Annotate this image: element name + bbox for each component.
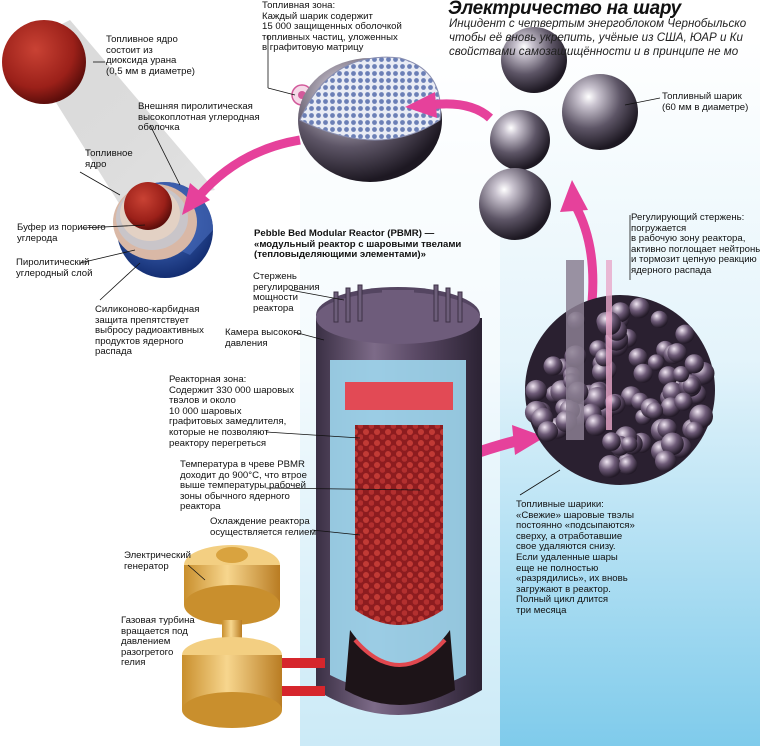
bed-pebble <box>674 392 693 411</box>
coated-particle <box>113 182 213 278</box>
bed-pebble <box>647 354 665 371</box>
label-fresh-pebbles: Топливные шарики: «Свежие» шаровые твэлы… <box>516 499 635 616</box>
label-gas-turbine: Газовая турбина вращается под давлением … <box>121 615 195 669</box>
label-buffer: Буфер из пористого углерода <box>17 222 106 244</box>
label-control-rod: Регулирующий стержень: погружается в раб… <box>631 212 760 276</box>
label-outer-shell: Внешняя пиролитическая высокоплотная угл… <box>138 101 260 134</box>
arrow-up-head <box>560 180 588 212</box>
label-reactor-title: Pebble Bed Modular Reactor (PBMR) — «мод… <box>254 228 462 261</box>
pebble-bed-closeup <box>524 295 715 485</box>
fuel-pebble-1 <box>501 27 567 93</box>
bed-pebble <box>684 354 704 374</box>
bed-pebble <box>628 348 648 367</box>
bed-pebble <box>537 421 559 442</box>
hot-pipe-top <box>255 658 325 668</box>
label-sic-layer: Силиконово-карбидная защита препятствует… <box>95 304 204 358</box>
arrow-down <box>196 135 301 198</box>
label-pressure-chamber: Камера высокого давления <box>225 327 302 349</box>
bed-pebble <box>682 377 700 395</box>
control-rod-highlight <box>606 260 612 430</box>
bed-pebble <box>675 324 695 344</box>
label-reactor-zone: Реакторная зона: Содержит 330 000 шаровы… <box>169 374 294 449</box>
reactor-vessel <box>316 287 482 715</box>
arrow-left <box>429 99 494 122</box>
bed-pebble <box>543 356 563 376</box>
control-rod-closeup <box>566 260 584 440</box>
fuel-pebble-4 <box>479 168 551 240</box>
label-temperature: Температура в чреве PBMR доходит до 900°… <box>180 459 307 513</box>
generator-turbine <box>182 545 282 728</box>
bed-pebble <box>661 432 684 456</box>
bed-pebble <box>629 297 650 319</box>
label-fuel-core-top: Топливное ядро состоит из диоксида урана… <box>106 34 195 77</box>
arrow-left-head <box>405 92 437 118</box>
label-generator: Электрический генератор <box>124 550 191 572</box>
bed-pebble <box>685 421 704 440</box>
label-control-rod-power: Стержень регулирования мощности реактора <box>253 271 320 314</box>
bed-pebble <box>621 436 638 453</box>
lead-text: Инцидент с четвертым энергоблоком Черноб… <box>449 17 747 58</box>
bed-pebble <box>658 366 678 386</box>
pebble-cutaway <box>298 56 442 182</box>
bed-pebble <box>650 310 668 328</box>
bed-pebble <box>602 432 621 451</box>
hot-pipe-bottom <box>255 686 325 696</box>
label-fuel-core: Топливное ядро <box>85 148 133 170</box>
fuel-pebble-2 <box>562 74 638 150</box>
fuel-core-large <box>2 20 86 104</box>
control-rods-top <box>333 284 463 323</box>
arrow-down-head <box>182 183 210 215</box>
leader-lines <box>79 35 661 581</box>
bed-pebble <box>673 366 690 383</box>
headline: Электричество на шару <box>448 0 681 19</box>
label-pyro-layer: Пиролитический углеродный слой <box>16 257 93 279</box>
bed-pebble <box>667 343 687 363</box>
bed-pebble <box>655 450 676 472</box>
bed-pebble <box>598 455 622 478</box>
label-fuel-zone: Топливная зона: Каждый шарик содержит 15… <box>262 0 402 54</box>
bed-pebble <box>585 414 608 436</box>
bed-pebble <box>525 379 547 402</box>
arrow-right-head <box>512 425 545 455</box>
label-helium-cooling: Охлаждение реактора осуществляется гелие… <box>210 516 317 538</box>
bed-pebble <box>633 363 653 383</box>
bed-pebble <box>619 456 638 475</box>
bed-pebble <box>646 402 664 420</box>
label-fuel-pebble: Топливный шарик (60 мм в диаметре) <box>662 91 749 113</box>
fuel-pebble-3 <box>490 110 550 170</box>
